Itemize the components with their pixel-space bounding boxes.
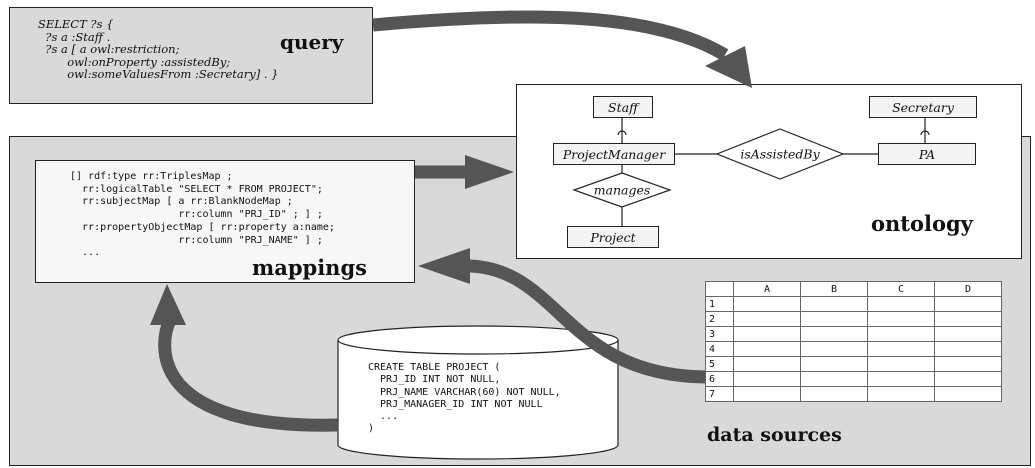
spreadsheet-column-header: C bbox=[867, 281, 935, 297]
spreadsheet-row: 5 bbox=[705, 356, 1002, 372]
spreadsheet-column-header: A bbox=[733, 281, 801, 297]
spreadsheet-row: 2 bbox=[705, 311, 1002, 327]
relation-is-assisted-by: isAssistedBy bbox=[740, 146, 820, 162]
arrow-head-database-to-mappings bbox=[150, 284, 186, 325]
spreadsheet-header-row: A B C D bbox=[705, 281, 1002, 297]
query-box: SELECT ?s { ?s a :Staff . ?s a [ a owl:r… bbox=[9, 7, 373, 104]
arrow-head-spreadsheet-to-mappings bbox=[418, 248, 470, 284]
entity-project: Project bbox=[567, 226, 659, 248]
relation-manages: manages bbox=[593, 182, 651, 198]
mappings-title: mappings bbox=[252, 255, 367, 280]
spreadsheet-row: 7 bbox=[705, 386, 1002, 402]
entity-pa: PA bbox=[878, 143, 976, 165]
arrow-head-mappings-to-ontology bbox=[465, 155, 514, 189]
spreadsheet: A B C D 1 2 3 4 5 6 7 bbox=[705, 281, 1002, 402]
mappings-box: [] rdf:type rr:TriplesMap ; rr:logicalTa… bbox=[35, 160, 415, 283]
cylinder-body bbox=[337, 340, 619, 460]
entity-project-manager: ProjectManager bbox=[553, 143, 675, 165]
database-code: CREATE TABLE PROJECT ( PRJ_ID INT NOT NU… bbox=[368, 362, 561, 435]
arrow-head-query-to-ontology bbox=[705, 46, 752, 88]
query-code: SELECT ?s { ?s a :Staff . ?s a [ a owl:r… bbox=[38, 17, 279, 81]
ontology-box: Staff ProjectManager Project Secretary P… bbox=[516, 84, 1022, 259]
entity-staff: Staff bbox=[593, 96, 653, 118]
spreadsheet-row: 1 bbox=[705, 296, 1002, 312]
query-title: query bbox=[280, 30, 344, 54]
arrow-database-to-mappings bbox=[158, 317, 339, 432]
cylinder-top bbox=[337, 325, 619, 355]
subclass-arc-secretary bbox=[920, 130, 930, 136]
mappings-code: [] rdf:type rr:TriplesMap ; rr:logicalTa… bbox=[70, 171, 335, 259]
arrow-spreadsheet-to-mappings bbox=[459, 259, 706, 384]
subclass-arc-staff bbox=[617, 130, 627, 136]
arrow-query-to-ontology bbox=[372, 10, 729, 61]
data-sources-title: data sources bbox=[707, 424, 842, 446]
ontology-title: ontology bbox=[871, 211, 973, 236]
er-diagram-lines bbox=[572, 115, 930, 226]
entity-secretary: Secretary bbox=[869, 96, 977, 118]
spreadsheet-column-header: D bbox=[934, 281, 1002, 297]
spreadsheet-column-header: B bbox=[800, 281, 868, 297]
is-assisted-by-diamond bbox=[715, 128, 845, 180]
spreadsheet-cell bbox=[934, 386, 1002, 402]
manages-diamond bbox=[572, 172, 672, 208]
